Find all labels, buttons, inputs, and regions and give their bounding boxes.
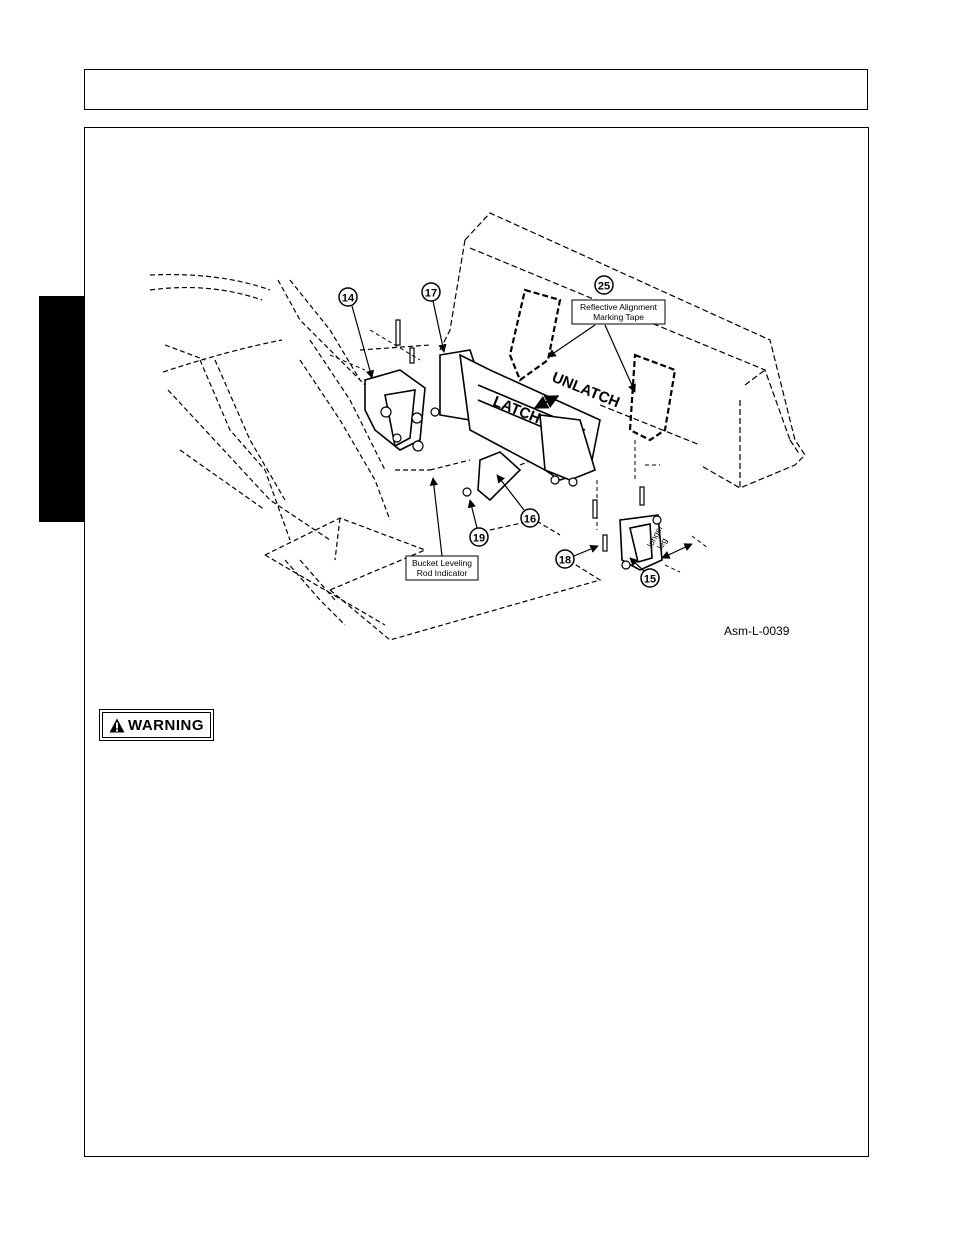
callout-15: 15	[640, 568, 660, 588]
bucket-outline	[439, 212, 806, 489]
quick-attach-assembly	[364, 349, 663, 571]
section-tab	[39, 296, 84, 522]
callout-14: 14	[338, 287, 358, 307]
header-box	[84, 69, 868, 110]
longer-leg-line2: leg	[655, 536, 669, 551]
warning-triangle-icon	[109, 718, 125, 732]
callout-17: 17	[421, 282, 441, 302]
warning-label: WARNING	[128, 716, 204, 734]
figure-id: Asm-L-0039	[724, 624, 790, 638]
content-frame	[84, 127, 869, 1157]
callout-16: 16	[520, 508, 540, 528]
reflective-tape-line2: Marking Tape	[593, 312, 644, 322]
bucket-leveling-line1: Bucket Leveling	[412, 558, 472, 568]
svg-text:18: 18	[559, 555, 571, 567]
callout-25: 25	[594, 275, 614, 295]
svg-text:15: 15	[644, 574, 656, 586]
bucket-leveling-line2: Rod Indicator	[417, 568, 468, 578]
svg-text:25: 25	[598, 281, 610, 293]
svg-text:14: 14	[342, 293, 355, 305]
callout-18: 18	[555, 549, 575, 569]
svg-text:19: 19	[473, 533, 485, 545]
svg-text:17: 17	[425, 288, 437, 300]
svg-text:16: 16	[524, 514, 536, 526]
reflective-tape-line1: Reflective Alignment	[580, 302, 658, 312]
callout-19: 19	[469, 527, 489, 547]
reflective-tape-outline	[508, 288, 677, 442]
bucket-leveling-label: Bucket Leveling Rod Indicator	[405, 555, 479, 581]
longer-leg-annotation: longer leg	[645, 523, 709, 573]
hardware-guides	[329, 329, 660, 530]
warning-badge: WARNING	[99, 709, 214, 741]
reflective-tape-label: Reflective Alignment Marking Tape	[571, 299, 666, 325]
